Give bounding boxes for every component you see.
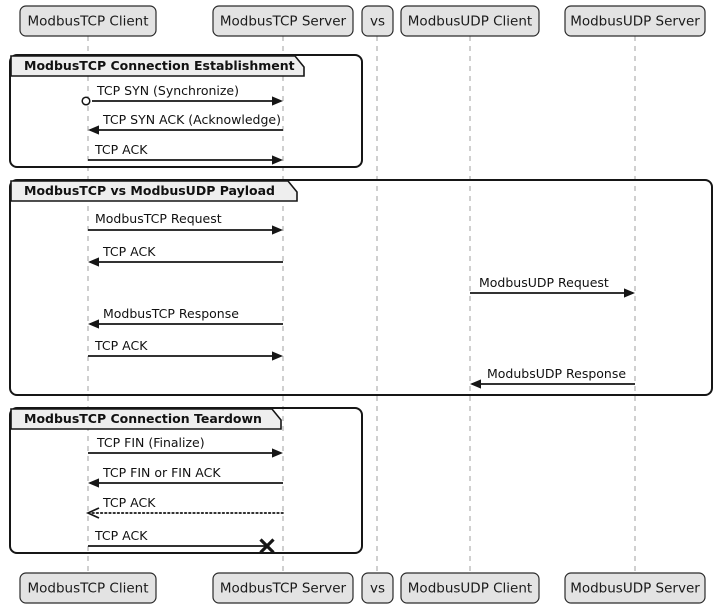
participant-tcp-client-bottom[interactable]: ModbusTCP Client (19, 572, 157, 604)
message-label: TCP FIN or FIN ACK (102, 465, 221, 480)
msg-tcp-ack-5[interactable]: TCP ACK (88, 528, 275, 554)
participant-vs-top[interactable]: vs (361, 5, 394, 37)
msg-tcp-ack-2[interactable]: TCP ACK (88, 244, 283, 267)
message-arrowhead (88, 125, 99, 135)
participant-box[interactable] (19, 572, 157, 604)
msg-tcp-syn-ack[interactable]: TCP SYN ACK (Acknowledge) (88, 112, 283, 135)
message-arrowhead-open (85, 507, 100, 519)
participant-box[interactable] (212, 572, 354, 604)
message-arrowhead (470, 379, 481, 389)
message-arrowhead (272, 448, 283, 458)
msg-tcp-syn[interactable]: TCP SYN (Synchronize) (81, 83, 283, 106)
frame-border (9, 179, 713, 396)
participant-label: ModbusTCP Server (220, 14, 347, 30)
message-label: TCP FIN (Finalize) (96, 435, 205, 450)
participant-udp-server-bottom[interactable]: ModbusUDP Server (564, 572, 706, 604)
message-arrowhead (272, 155, 283, 165)
msg-tcp-ack-1[interactable]: TCP ACK (88, 142, 283, 165)
msg-modbustcp-request[interactable]: ModbusTCP Request (88, 211, 283, 235)
participant-label: ModbusUDP Client (408, 14, 532, 30)
participant-box[interactable] (564, 572, 706, 604)
message-arrowhead (272, 225, 283, 235)
participant-box[interactable] (361, 572, 394, 604)
participant-udp-client-bottom[interactable]: ModbusUDP Client (400, 572, 540, 604)
message-label: TCP ACK (94, 142, 148, 157)
participant-box[interactable] (400, 572, 540, 604)
message-label: TCP ACK (94, 338, 148, 353)
lost-message-x (259, 538, 275, 554)
frame-title-tab (10, 55, 305, 77)
msg-tcp-fin-or-fin-ack[interactable]: TCP FIN or FIN ACK (88, 465, 283, 488)
msg-modbustcp-response[interactable]: ModbusTCP Response (88, 306, 283, 329)
frame-title-tab (10, 408, 282, 430)
participant-label: ModbusUDP Server (570, 14, 700, 30)
participant-udp-server-top[interactable]: ModbusUDP Server (564, 5, 706, 37)
message-arrowhead (272, 351, 283, 361)
participant-label: ModbusUDP Client (408, 581, 532, 597)
msg-modubsudp-response[interactable]: ModubsUDP Response (470, 366, 635, 389)
message-label: TCP ACK (102, 244, 156, 259)
participant-box[interactable] (212, 5, 354, 37)
participant-label: ModbusUDP Server (570, 581, 700, 597)
frame-payload: ModbusTCP vs ModbusUDP Payload (9, 179, 713, 396)
participant-label: vs (370, 14, 385, 30)
frame-establishment: ModbusTCP Connection Establishment (9, 54, 363, 168)
participant-box[interactable] (400, 5, 540, 37)
participant-label: ModbusTCP Client (27, 14, 148, 30)
message-label: ModbusUDP Request (479, 275, 609, 290)
frame-border (9, 407, 363, 554)
msg-tcp-fin[interactable]: TCP FIN (Finalize) (88, 435, 283, 458)
messages-layer: TCP SYN (Synchronize) TCP SYN ACK (Acknow… (81, 83, 635, 554)
message-arrowhead (272, 96, 283, 106)
msg-modbusudp-request[interactable]: ModbusUDP Request (470, 275, 635, 298)
msg-tcp-ack-3[interactable]: TCP ACK (88, 338, 283, 361)
participant-tcp-server-bottom[interactable]: ModbusTCP Server (212, 572, 354, 604)
found-message-circle (81, 96, 91, 106)
message-label: ModbusTCP Request (95, 211, 222, 226)
participant-vs-bottom[interactable]: vs (361, 572, 394, 604)
frame-title-tab (10, 180, 298, 202)
message-label: TCP ACK (102, 495, 156, 510)
frame-border (9, 54, 363, 168)
frame-title-label: ModbusTCP vs ModbusUDP Payload (24, 183, 275, 198)
message-label: ModbusTCP Response (103, 306, 239, 321)
participant-label: ModbusTCP Client (27, 581, 148, 597)
frames-layer: ModbusTCP Connection EstablishmentModbus… (9, 54, 713, 554)
participant-tcp-client-top[interactable]: ModbusTCP Client (19, 5, 157, 37)
participant-box[interactable] (19, 5, 157, 37)
participant-label: ModbusTCP Server (220, 581, 347, 597)
message-label: ModubsUDP Response (487, 366, 626, 381)
message-arrowhead (88, 257, 99, 267)
participant-udp-client-top[interactable]: ModbusUDP Client (400, 5, 540, 37)
message-label: TCP ACK (94, 528, 148, 543)
message-label: TCP SYN ACK (Acknowledge) (102, 112, 281, 127)
message-label: TCP SYN (Synchronize) (96, 83, 239, 98)
message-arrowhead (88, 478, 99, 488)
frame-teardown: ModbusTCP Connection Teardown (9, 407, 363, 554)
participant-tcp-server-top[interactable]: ModbusTCP Server (212, 5, 354, 37)
msg-tcp-ack-4[interactable]: TCP ACK (85, 495, 284, 519)
frame-title-label: ModbusTCP Connection Teardown (24, 411, 262, 426)
frame-title-label: ModbusTCP Connection Establishment (24, 58, 295, 73)
message-arrowhead (88, 319, 99, 329)
participant-label: vs (370, 581, 385, 597)
participant-box[interactable] (564, 5, 706, 37)
participant-box[interactable] (361, 5, 394, 37)
message-arrowhead (624, 288, 635, 298)
